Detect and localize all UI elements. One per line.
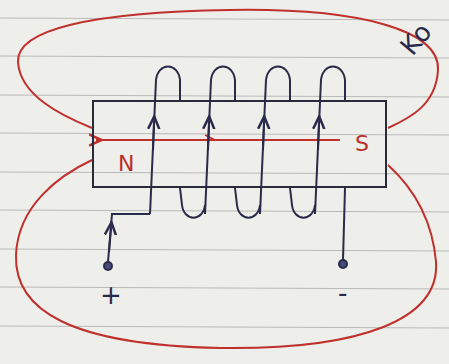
pole-label-north: N [118,153,134,175]
iron-core-bar: NS [92,100,387,188]
field-lines [16,10,438,348]
margin-note: Ko [396,19,436,60]
terminal-sign: + [100,282,122,308]
pole-label-south: S [355,133,369,155]
coil-winding [150,67,345,218]
terminal-sign: - [338,280,347,306]
terminal-wires [104,188,347,270]
